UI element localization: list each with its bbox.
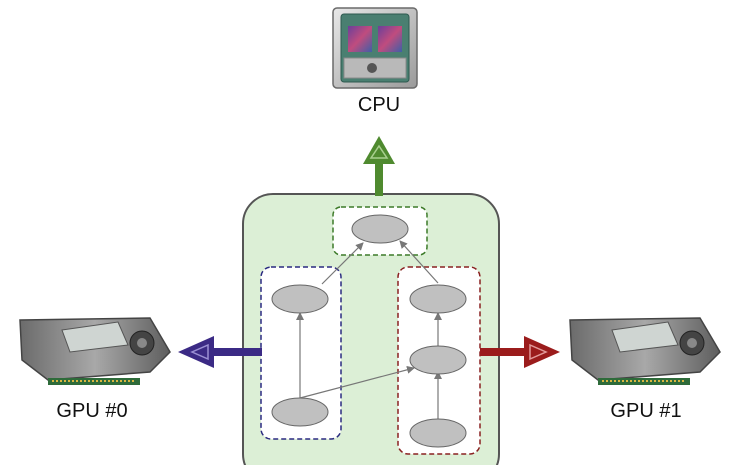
graph-node (351, 214, 409, 244)
graph-edges (296, 240, 442, 420)
graph-node (271, 397, 329, 427)
gpu0-arrow (178, 336, 262, 368)
cpu-label: CPU (357, 94, 401, 116)
gpu0-label: GPU #0 (56, 400, 128, 422)
edge (399, 240, 439, 284)
graphics-card-icon (19, 317, 171, 385)
graphics-card-icon (569, 317, 721, 385)
cpu-chip-icon (332, 7, 418, 89)
gpu1-label: GPU #1 (610, 400, 682, 422)
edge (299, 365, 415, 399)
graph-node (409, 418, 467, 448)
graph-node (271, 284, 329, 314)
gpu1-arrow (480, 336, 560, 368)
cpu-arrow (363, 136, 395, 196)
graph-node (409, 284, 467, 314)
graph-nodes (271, 214, 467, 448)
edge (321, 242, 364, 285)
graph-node (409, 345, 467, 375)
